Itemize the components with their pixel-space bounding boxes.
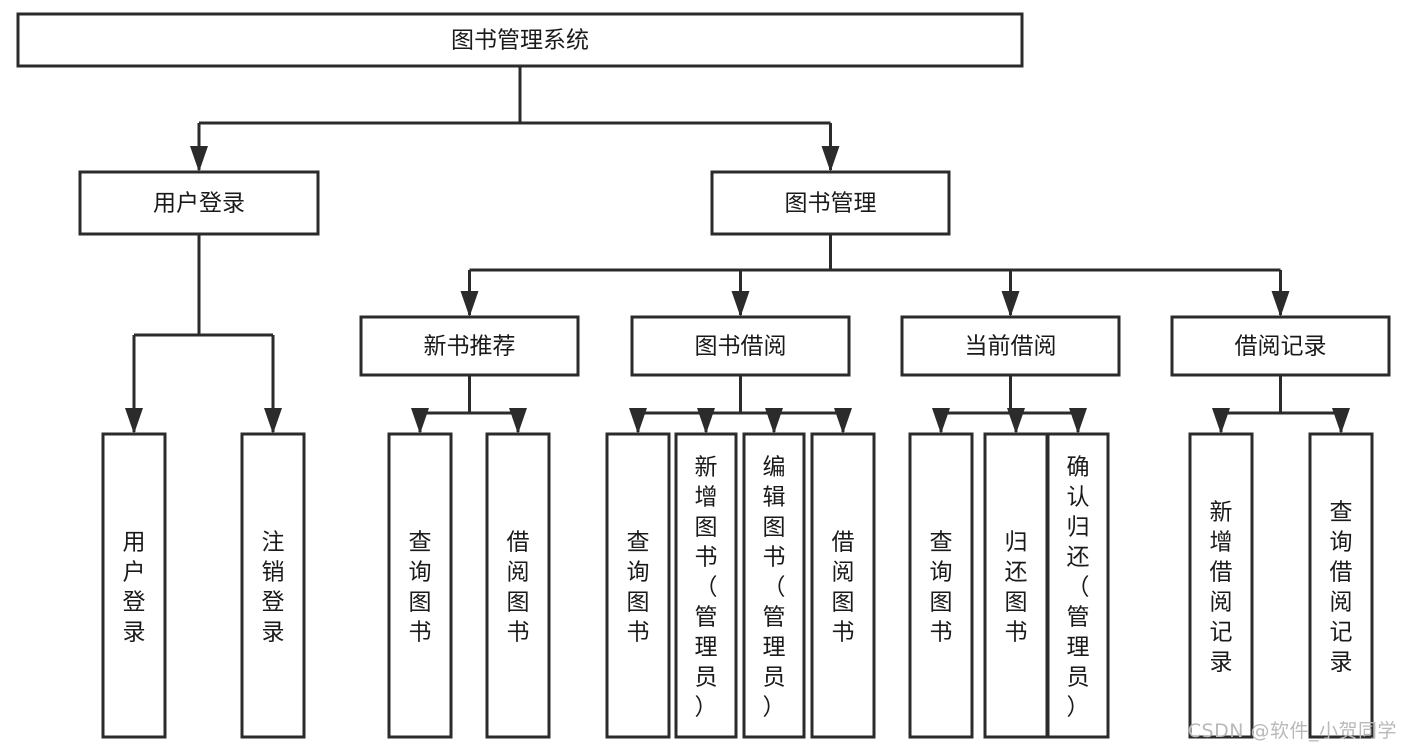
arrow-icon-leaf-edit-book: [765, 408, 783, 434]
node-label-leaf-add-record: 新增借阅记录: [1210, 500, 1233, 676]
arrow-icon-book-borrow: [731, 291, 750, 317]
node-new-book-rec[interactable]: 新书推荐: [359, 315, 580, 377]
node-label-leaf-logout: 注销登录: [262, 530, 285, 646]
node-borrow-record[interactable]: 借阅记录: [1170, 315, 1391, 377]
node-label-leaf-confirm-return: 确认归还（管理员）: [1067, 455, 1090, 721]
nodes-layer: 图书管理系统用户登录图书管理新书推荐图书借阅当前借阅借阅记录用户登录注销登录查询…: [16, 12, 1391, 739]
arrow-icon-current-borrow: [1001, 291, 1020, 317]
node-label-user-login: 用户登录: [153, 191, 245, 217]
node-box-new-book-rec: [359, 315, 580, 377]
arrow-icon-leaf-query-book-1: [411, 408, 429, 434]
node-box-book-borrow: [630, 315, 851, 377]
node-box-current-borrow: [900, 315, 1121, 377]
node-leaf-edit-book[interactable]: 编辑图书（管理员）: [742, 432, 806, 739]
node-leaf-return-book[interactable]: 归还图书: [983, 432, 1049, 739]
node-label-leaf-return-book: 归还图书: [1005, 530, 1028, 646]
arrow-icon-leaf-confirm-return: [1069, 408, 1087, 434]
arrow-icon-leaf-add-record: [1212, 408, 1230, 434]
arrow-icon-leaf-query-book-2: [629, 408, 647, 434]
arrow-icon-leaf-query-record: [1332, 408, 1350, 434]
node-box-book-manage: [710, 170, 951, 236]
node-leaf-query-record[interactable]: 查询借阅记录: [1308, 432, 1374, 739]
arrow-icon-borrow-record: [1271, 291, 1290, 317]
node-label-book-manage: 图书管理: [785, 191, 877, 217]
node-box-leaf-query-book-2: [605, 432, 671, 739]
node-leaf-borrow-book-1[interactable]: 借阅图书: [485, 432, 551, 739]
node-label-leaf-add-book: 新增图书（管理员）: [695, 455, 718, 721]
node-label-leaf-query-book-3: 查询图书: [930, 530, 953, 646]
node-label-leaf-edit-book: 编辑图书（管理员）: [763, 455, 786, 721]
node-box-root: [16, 12, 1024, 68]
node-leaf-borrow-book-2[interactable]: 借阅图书: [810, 432, 876, 739]
arrow-icon-user-login: [190, 146, 208, 172]
node-label-borrow-record: 借阅记录: [1235, 334, 1327, 360]
node-leaf-query-book-3[interactable]: 查询图书: [908, 432, 974, 739]
node-label-leaf-user-login: 用户登录: [123, 530, 146, 646]
node-box-leaf-edit-book: [742, 432, 806, 739]
node-box-borrow-record: [1170, 315, 1391, 377]
arrow-icon-leaf-borrow-book-2: [834, 408, 852, 434]
node-label-current-borrow: 当前借阅: [965, 334, 1057, 360]
node-box-leaf-logout: [240, 432, 306, 739]
node-box-leaf-query-book-1: [387, 432, 453, 739]
node-book-borrow[interactable]: 图书借阅: [630, 315, 851, 377]
arrow-icon-leaf-return-book: [1007, 408, 1025, 434]
node-label-leaf-borrow-book-2: 借阅图书: [832, 530, 855, 646]
node-label-leaf-query-book-1: 查询图书: [409, 530, 432, 646]
node-label-leaf-query-book-2: 查询图书: [627, 530, 650, 646]
node-root[interactable]: 图书管理系统: [16, 12, 1024, 68]
node-box-leaf-borrow-book-2: [810, 432, 876, 739]
arrow-icon-leaf-query-book-3: [932, 408, 950, 434]
node-leaf-logout[interactable]: 注销登录: [240, 432, 306, 739]
node-book-manage[interactable]: 图书管理: [710, 170, 951, 236]
node-leaf-add-record[interactable]: 新增借阅记录: [1188, 432, 1254, 739]
arrow-icon-new-book-rec: [460, 291, 479, 317]
node-box-leaf-confirm-return: [1046, 432, 1110, 739]
node-box-leaf-query-book-3: [908, 432, 974, 739]
arrow-icon-leaf-add-book: [697, 408, 715, 434]
edges-layer: [125, 66, 1350, 434]
node-current-borrow[interactable]: 当前借阅: [900, 315, 1121, 377]
node-leaf-user-login[interactable]: 用户登录: [101, 432, 167, 739]
node-box-leaf-user-login: [101, 432, 167, 739]
node-leaf-query-book-1[interactable]: 查询图书: [387, 432, 453, 739]
node-box-leaf-add-record: [1188, 432, 1254, 739]
node-user-login[interactable]: 用户登录: [78, 170, 320, 236]
node-label-book-borrow: 图书借阅: [695, 334, 787, 360]
node-box-user-login: [78, 170, 320, 236]
arrow-icon-book-manage: [821, 146, 840, 172]
node-leaf-query-book-2[interactable]: 查询图书: [605, 432, 671, 739]
node-label-root: 图书管理系统: [451, 28, 589, 54]
arrow-icon-leaf-user-login: [125, 408, 143, 434]
node-leaf-add-book[interactable]: 新增图书（管理员）: [674, 432, 738, 739]
node-label-new-book-rec: 新书推荐: [424, 334, 516, 360]
node-leaf-confirm-return[interactable]: 确认归还（管理员）: [1046, 432, 1110, 739]
node-box-leaf-add-book: [674, 432, 738, 739]
node-box-leaf-borrow-book-1: [485, 432, 551, 739]
node-label-leaf-borrow-book-1: 借阅图书: [507, 530, 530, 646]
arrow-icon-leaf-borrow-book-1: [509, 408, 527, 434]
arrow-icon-leaf-logout: [264, 408, 282, 434]
node-box-leaf-return-book: [983, 432, 1049, 739]
node-box-leaf-query-record: [1308, 432, 1374, 739]
node-label-leaf-query-record: 查询借阅记录: [1330, 500, 1353, 676]
